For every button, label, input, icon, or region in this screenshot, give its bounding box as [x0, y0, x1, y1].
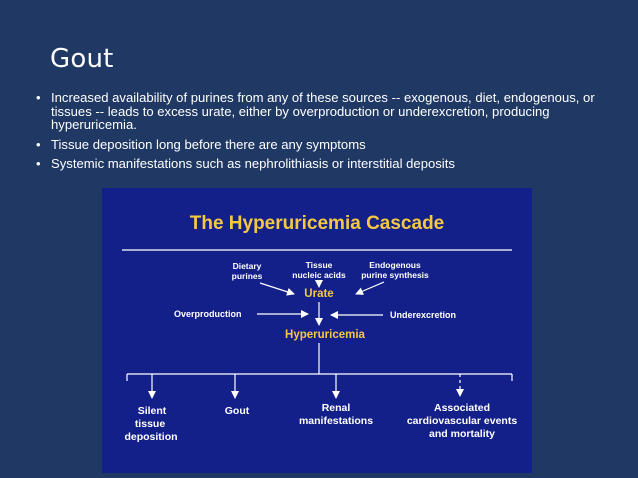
bullet-item: • Tissue deposition long before there ar…	[36, 136, 606, 152]
arrow-endogenous-to-urate	[355, 281, 385, 295]
underexcretion-label: Underexcretion	[390, 310, 456, 320]
bullet-dot: •	[36, 90, 41, 105]
overproduction-label: Overproduction	[174, 309, 242, 319]
outcome-associated-line1: Associated	[434, 402, 490, 414]
bullet-dot: •	[36, 156, 41, 171]
outcome-renal-line2: manifestations	[299, 415, 373, 427]
bullet-dot: •	[36, 136, 41, 152]
bullet-text: Tissue deposition long before there are …	[51, 136, 366, 152]
hyperuricemia-label: Hyperuricemia	[285, 329, 366, 341]
outcome-associated-line3: and mortality	[429, 428, 495, 440]
cascade-figure: The Hyperuricemia Cascade Dietary purine…	[102, 188, 532, 473]
cascade-diagram: The Hyperuricemia Cascade Dietary purine…	[122, 213, 517, 443]
bullet-item: • Systemic manifestations such as nephro…	[36, 157, 606, 171]
source-tissue-line1: Tissue	[306, 260, 333, 270]
outcome-gout: Gout	[225, 405, 250, 417]
source-endogenous-line2: purine synthesis	[361, 270, 429, 280]
source-endogenous-line1: Endogenous	[369, 260, 421, 270]
source-dietary-line1: Dietary	[233, 261, 262, 271]
outcome-silent-line3: deposition	[124, 431, 177, 443]
outcome-associated-line2: cardiovascular events	[407, 415, 517, 427]
bullet-list: • Increased availability of purines from…	[36, 91, 606, 177]
slide-title: Gout	[50, 44, 114, 74]
outcome-renal-line1: Renal	[322, 402, 351, 414]
bullet-item: • Increased availability of purines from…	[36, 91, 606, 132]
figure-title: The Hyperuricemia Cascade	[190, 213, 445, 234]
outcome-silent-line1: Silent	[138, 405, 167, 417]
bullet-text: Systemic manifestations such as nephroli…	[51, 156, 455, 171]
urate-label: Urate	[304, 288, 333, 300]
bullet-text: Increased availability of purines from a…	[51, 90, 595, 132]
arrow-dietary-to-urate	[259, 282, 295, 296]
outcome-silent-line2: tissue	[135, 418, 166, 430]
source-dietary-line2: purines	[232, 271, 263, 281]
source-tissue-line2: nucleic acids	[292, 270, 346, 280]
